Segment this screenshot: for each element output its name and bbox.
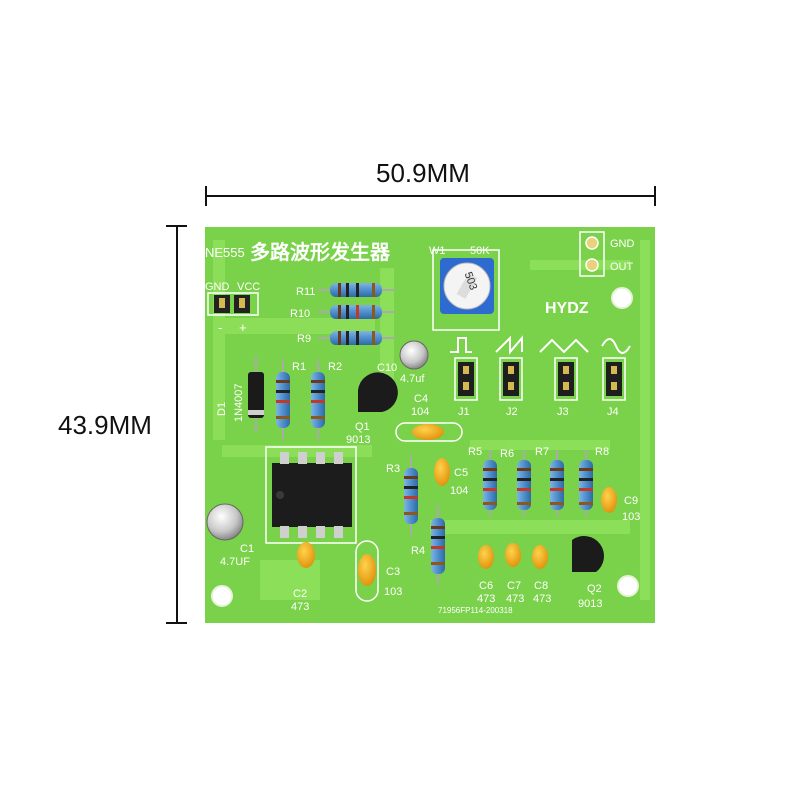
jumper-j1[interactable] xyxy=(454,357,478,401)
c8-ref-label: C8 xyxy=(534,580,548,592)
q1-ref-label: Q1 xyxy=(355,421,370,433)
out-header-pads[interactable] xyxy=(585,236,599,272)
c3-ref-label: C3 xyxy=(386,566,400,578)
r3-label: R3 xyxy=(386,463,400,475)
c2-ref-label: C2 xyxy=(293,588,307,600)
out-gnd-label: GND xyxy=(610,238,635,250)
sawtooth-wave-icon xyxy=(495,335,523,355)
resistor-r1 xyxy=(276,360,290,440)
height-dimension-line xyxy=(166,225,187,624)
capacitor-c9 xyxy=(601,487,617,513)
transistor-q2 xyxy=(572,536,604,572)
power-header-outline xyxy=(207,292,259,316)
diode-d1 xyxy=(248,356,264,432)
d1-ref-label: D1 xyxy=(216,402,228,416)
capacitor-c7 xyxy=(505,543,521,567)
resistor-r9 xyxy=(318,331,395,345)
c7-ref-label: C7 xyxy=(507,580,521,592)
brand-label: HYDZ xyxy=(545,300,589,317)
capacitor-c8 xyxy=(532,545,548,569)
c5-ref-label: C5 xyxy=(454,467,468,479)
c4-ref-label: C4 xyxy=(414,393,428,405)
r5-label: R5 xyxy=(468,446,482,458)
power-header-pins[interactable] xyxy=(214,295,250,313)
transistor-q1 xyxy=(358,372,398,412)
r11-label: R11 xyxy=(296,286,315,298)
j4-label: J4 xyxy=(607,406,619,418)
board-title-cn: 多路波形发生器 xyxy=(250,240,391,264)
power-plus-label: + xyxy=(239,320,247,335)
resistor-r5 xyxy=(483,450,497,516)
c4-value-label: 104 xyxy=(411,406,429,418)
j1-label: J1 xyxy=(458,406,470,418)
width-dimension-line xyxy=(205,186,656,206)
r4-label: R4 xyxy=(411,545,425,557)
c10-value-label: 4.7uf xyxy=(400,373,425,385)
j2-label: J2 xyxy=(506,406,518,418)
c3-value-label: 103 xyxy=(384,586,402,598)
power-minus-label: - xyxy=(218,320,222,335)
pot-code-label: 503 xyxy=(462,270,480,291)
q2-ref-label: Q2 xyxy=(587,583,602,595)
resistor-r3 xyxy=(404,455,418,535)
q2-part-label: 9013 xyxy=(578,598,602,610)
resistor-r4 xyxy=(431,505,445,585)
resistor-r11 xyxy=(318,283,395,297)
out-header-outline xyxy=(579,231,605,277)
c9-ref-label: C9 xyxy=(624,495,638,507)
c7-value-label: 473 xyxy=(506,593,524,605)
power-gnd-label: GND xyxy=(205,281,230,293)
triangle-wave-icon xyxy=(539,338,589,354)
r9-label: R9 xyxy=(297,333,311,345)
potentiometer[interactable] xyxy=(440,258,494,314)
c5-value-label: 104 xyxy=(450,485,468,497)
board-title-prefix: NE555 xyxy=(205,245,245,260)
capacitor-c4 xyxy=(395,422,463,442)
jumper-j2[interactable] xyxy=(499,357,523,401)
c1-value-label: 4.7UF xyxy=(220,556,250,568)
capacitor-c3 xyxy=(355,540,379,602)
c6-ref-label: C6 xyxy=(479,580,493,592)
jumper-j4[interactable] xyxy=(602,357,626,401)
r6-label: R6 xyxy=(500,448,514,460)
pot-value-label: 50K xyxy=(470,245,490,257)
width-dimension-label: 50.9MM xyxy=(376,158,470,188)
capacitor-c5 xyxy=(434,458,450,486)
r2-label: R2 xyxy=(328,361,342,373)
pot-ref-label: W1 xyxy=(429,245,446,257)
height-dimension-label: 43.9MM xyxy=(58,410,152,440)
sine-wave-icon xyxy=(601,338,631,354)
mounting-holes xyxy=(211,287,639,607)
c9-value-label: 103 xyxy=(622,511,640,523)
power-vcc-label: VCC xyxy=(237,281,260,293)
r7-label: R7 xyxy=(535,446,549,458)
resistor-r10 xyxy=(318,305,395,319)
ne555-chip xyxy=(265,446,357,544)
c6-value-label: 473 xyxy=(477,593,495,605)
c1-ref-label: C1 xyxy=(240,543,254,555)
r1-label: R1 xyxy=(292,361,306,373)
c2-value-label: 473 xyxy=(291,601,309,613)
j3-label: J3 xyxy=(557,406,569,418)
resistor-r2 xyxy=(311,360,325,440)
c10-ref-label: C10 xyxy=(377,362,397,374)
jumper-j3[interactable] xyxy=(554,357,578,401)
capacitor-c6 xyxy=(478,545,494,569)
resistor-r7 xyxy=(550,450,564,516)
capacitor-c1 xyxy=(206,503,244,541)
out-out-label: OUT xyxy=(610,261,634,273)
d1-part-label: 1N4007 xyxy=(233,383,245,422)
pot-outline xyxy=(432,249,500,331)
capacitor-c2 xyxy=(297,542,315,568)
r8-label: R8 xyxy=(595,446,609,458)
c8-value-label: 473 xyxy=(533,593,551,605)
r10-label: R10 xyxy=(290,308,310,320)
capacitor-c10 xyxy=(399,340,429,370)
q1-part-label: 9013 xyxy=(346,434,370,446)
resistor-r6 xyxy=(517,450,531,516)
serial-label: 71956FP114-200318 xyxy=(438,606,513,615)
square-wave-icon xyxy=(450,337,472,353)
resistor-r8 xyxy=(579,450,593,516)
